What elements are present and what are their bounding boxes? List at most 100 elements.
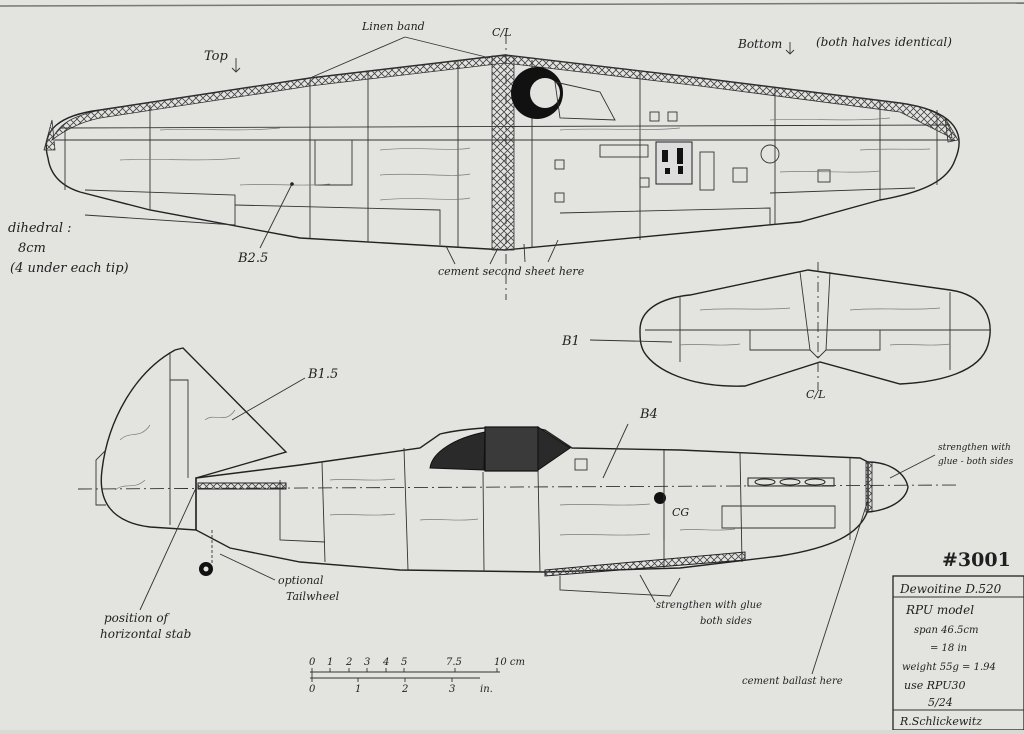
belly-radiator	[559, 576, 681, 597]
title-model-type: RPU model	[905, 603, 974, 617]
label-top: Top	[204, 49, 228, 64]
scale-label: 4	[382, 657, 389, 668]
scale-in-labels: 0 1 2 3 in.	[309, 684, 493, 695]
label-optional-1: optional	[278, 574, 324, 587]
wing-plan-view	[43, 54, 960, 251]
label-optional-2: Tailwheel	[286, 590, 340, 603]
scale-label: 1	[327, 657, 333, 668]
label-position-2: horizontal stab	[100, 627, 191, 641]
belly-reinforcement-strip	[544, 551, 746, 577]
scale-label: 3	[449, 684, 455, 695]
fuselage-grain	[114, 409, 736, 536]
leader-strengthen-belly	[639, 574, 656, 603]
wing-radiator-marks	[662, 148, 683, 174]
leader-strengthen-nose	[889, 454, 936, 479]
scale-label: 7.5	[446, 657, 462, 668]
label-strengthen-belly-1: strengthen with glue	[656, 600, 762, 611]
horizontal-stab-slot	[197, 482, 287, 490]
scale-label: 2	[401, 684, 408, 695]
right-wingtip-cap	[944, 117, 959, 143]
label-cement-ballast: cement ballast here	[742, 676, 843, 687]
fuselage-side-view	[95, 347, 909, 597]
arrow-top	[231, 58, 241, 73]
scale-label: 0	[309, 684, 316, 695]
rudder-line	[169, 352, 189, 525]
label-strengthen-nose-2: glue - both sides	[938, 457, 1014, 467]
left-aileron	[84, 189, 236, 226]
label-dihedral-1: dihedral :	[8, 221, 72, 236]
arrow-bottom	[785, 42, 795, 55]
label-dihedral-2: 8cm	[18, 241, 46, 256]
wing-radiator	[655, 141, 693, 185]
wheel-well-left	[314, 140, 353, 186]
label-dihedral-3: (4 under each tip)	[10, 261, 129, 276]
leader-b25	[259, 183, 293, 249]
label-position-1: position of	[104, 611, 171, 625]
title-span-in: = 18 in	[930, 643, 967, 654]
label-linen-band: Linen band	[361, 20, 425, 33]
stabilizer-plan-view	[639, 269, 991, 387]
canopy-middle	[484, 426, 539, 472]
left-flap	[234, 204, 441, 245]
dot-b25	[290, 182, 294, 186]
title-designer: R.Schlickewitz	[899, 715, 982, 728]
cement-leaders	[445, 239, 559, 265]
left-wingtip-cap	[43, 119, 56, 151]
wing-roundel-inner	[530, 78, 560, 108]
scale-label: 2	[345, 657, 352, 668]
label-both-halves: (both halves identical)	[816, 35, 952, 49]
exhaust-stacks	[747, 477, 835, 487]
title-aircraft-name: Dewoitine D.520	[899, 582, 1002, 596]
title-weight: weight 55g = 1.94	[902, 662, 996, 673]
wing-spar-line-2	[59, 124, 951, 129]
right-flap	[559, 207, 771, 225]
label-strengthen-nose-1: strengthen with	[938, 443, 1011, 453]
plan-number: #3001	[942, 549, 1011, 571]
spinner-outline	[867, 461, 909, 513]
fuselage-datum-line	[77, 484, 961, 490]
linen-band-leaders	[309, 36, 491, 79]
center-linen-band	[491, 55, 515, 251]
stabilizer-outline	[639, 269, 991, 387]
scale-label: 1	[355, 684, 361, 695]
title-date: 5/24	[928, 696, 953, 709]
title-span-cm: span 46.5cm	[914, 625, 978, 636]
nose-reinforcement	[865, 461, 873, 513]
rudder-tab	[95, 449, 107, 506]
label-bottom: Bottom	[737, 37, 782, 51]
tailwheel-hub	[203, 566, 209, 572]
elevator-line	[660, 329, 881, 359]
canopy-rear	[537, 426, 571, 471]
leader-b4	[602, 423, 629, 479]
label-cg: CG	[672, 506, 689, 519]
label-b1: B1	[561, 334, 580, 349]
wing-grain	[119, 117, 931, 201]
cg-marker	[654, 492, 666, 504]
label-cement-second: cement second sheet here	[438, 265, 585, 278]
wing-outline	[45, 54, 960, 251]
title-motor: use RPU30	[904, 679, 966, 692]
leader-cement-ballast	[811, 499, 869, 675]
scale-label: 0	[309, 657, 316, 668]
scale-label: 3	[364, 657, 370, 668]
leader-position-stab	[139, 487, 197, 611]
stabilizer-grain	[679, 307, 951, 346]
label-cl-top: C/L	[492, 26, 511, 39]
leader-tailwheel	[219, 553, 276, 581]
label-b25: B2.5	[237, 251, 268, 266]
label-b15: B1.5	[307, 367, 338, 382]
leader-b15	[231, 377, 306, 421]
wing-access-panels	[554, 111, 831, 203]
fin-outline	[100, 347, 288, 531]
scale-label: 5	[401, 657, 407, 668]
label-b4: B4	[639, 407, 658, 422]
wing-bay-panel	[554, 81, 616, 121]
scale-label: in.	[480, 684, 493, 695]
scale-ticks	[311, 668, 498, 682]
paper-top-edge	[0, 2, 1024, 7]
scale-label: 10 cm	[494, 657, 525, 668]
